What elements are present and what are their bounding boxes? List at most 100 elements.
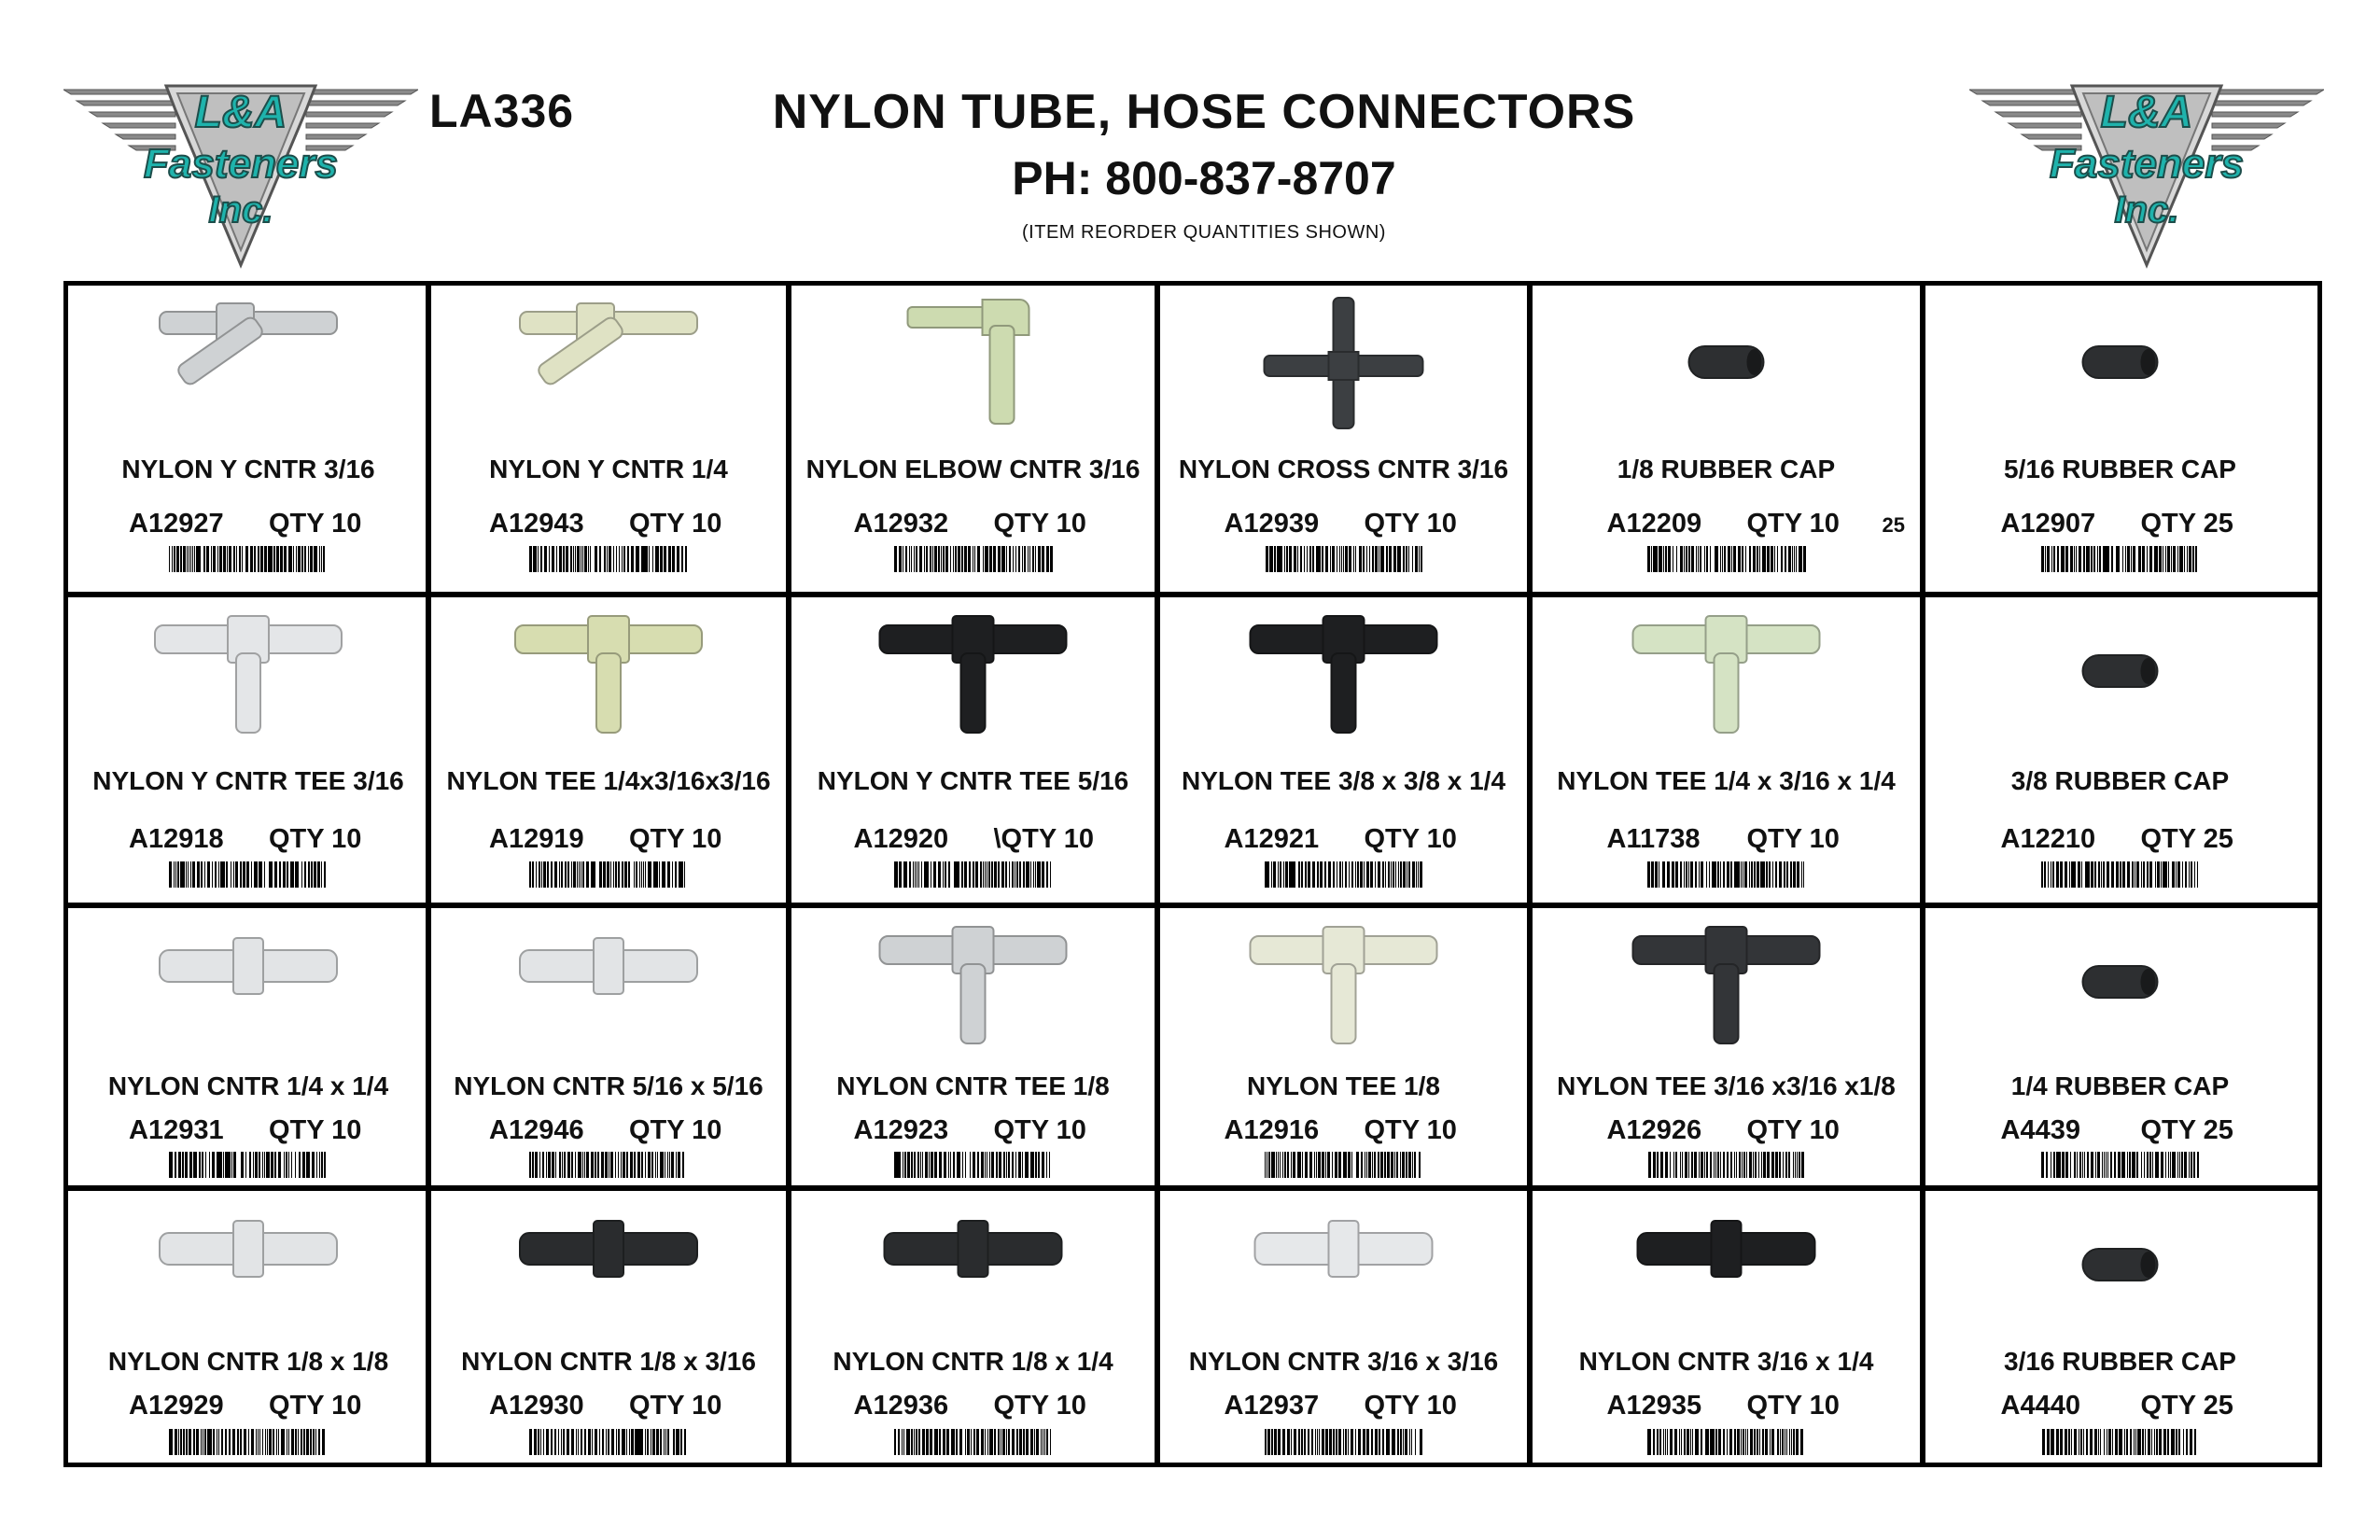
barcode bbox=[529, 861, 688, 888]
nylon-tee-connector-icon bbox=[791, 908, 1155, 1057]
product-name: 5/16 RUBBER CAP bbox=[2004, 455, 2236, 483]
product-name: 1/4 RUBBER CAP bbox=[2010, 1071, 2230, 1100]
product-code: A12932 bbox=[853, 509, 949, 539]
product-code: A12919 bbox=[489, 824, 584, 854]
barcode bbox=[1646, 861, 1806, 888]
barcode bbox=[1646, 1429, 1806, 1455]
product-code: A4439 bbox=[2000, 1115, 2080, 1145]
product-name: 1/8 RUBBER CAP bbox=[1617, 455, 1836, 483]
product-name: NYLON TEE 3/8 x 3/8 x 1/4 bbox=[1181, 766, 1506, 795]
product-code: A12209 bbox=[1606, 509, 1702, 539]
product-code: A12946 bbox=[489, 1115, 584, 1145]
barcode bbox=[893, 1429, 1053, 1455]
nylon-straight-connector-icon bbox=[1533, 1191, 1920, 1340]
nylon-straight-connector-icon bbox=[1160, 1191, 1527, 1340]
reorder-quantity: QTY 10 bbox=[1364, 824, 1457, 854]
barcode bbox=[529, 1429, 688, 1455]
barcode bbox=[1646, 546, 1806, 572]
reorder-quantity: QTY 10 bbox=[269, 509, 362, 539]
product-cell: 1/8 RUBBER CAP A12209 QTY 10 25 bbox=[1533, 288, 1920, 592]
reorder-quantity: QTY 10 bbox=[269, 1391, 362, 1421]
product-code: A12939 bbox=[1224, 509, 1320, 539]
nylon-tee-connector-icon bbox=[71, 597, 426, 747]
reorder-quantity: QTY 10 bbox=[269, 824, 362, 854]
nylon-tee-connector-icon bbox=[1533, 597, 1920, 747]
reorder-quantity: QTY 10 bbox=[993, 1391, 1086, 1421]
nylon-cross-connector-icon bbox=[1160, 288, 1527, 438]
barcode bbox=[169, 1152, 328, 1178]
kit-part-number: LA336 bbox=[429, 85, 575, 137]
reorder-quantity: QTY 10 bbox=[993, 1115, 1086, 1145]
reorder-quantity-note: 25 bbox=[1882, 513, 1905, 537]
reorder-quantity: QTY 10 bbox=[1746, 824, 1840, 854]
barcode bbox=[1263, 1152, 1423, 1178]
nylon-straight-connector-icon bbox=[431, 1191, 786, 1340]
barcode bbox=[1264, 861, 1423, 888]
product-name: NYLON Y CNTR TEE 5/16 bbox=[817, 766, 1129, 795]
reorder-quantity: QTY 10 bbox=[1364, 1391, 1457, 1421]
barcode bbox=[169, 1429, 328, 1455]
product-name: NYLON CNTR 1/8 x 1/4 bbox=[833, 1347, 1113, 1376]
logo-text: L&A bbox=[2101, 88, 2193, 137]
product-code: A12931 bbox=[129, 1115, 224, 1145]
rubber-cap-icon bbox=[1925, 597, 2315, 747]
product-name: NYLON TEE 1/4x3/16x3/16 bbox=[446, 766, 771, 795]
nylon-tee-connector-icon bbox=[1533, 908, 1920, 1057]
product-code: A12935 bbox=[1606, 1391, 1702, 1421]
barcode bbox=[1645, 1152, 1806, 1178]
product-code: A12921 bbox=[1224, 824, 1320, 854]
barcode bbox=[1264, 1429, 1423, 1455]
nylon-tee-connector-icon bbox=[1160, 597, 1527, 747]
barcode bbox=[2040, 546, 2200, 572]
product-name: NYLON Y CNTR 1/4 bbox=[489, 455, 728, 483]
product-name: NYLON Y CNTR TEE 3/16 bbox=[92, 766, 404, 795]
product-code: A12937 bbox=[1224, 1391, 1320, 1421]
reorder-quantity: QTY 10 bbox=[629, 1391, 722, 1421]
product-code: A12918 bbox=[129, 824, 224, 854]
reorder-quantity: QTY 10 bbox=[1746, 1115, 1840, 1145]
product-code: A12943 bbox=[489, 509, 584, 539]
product-name: NYLON CNTR 1/4 x 1/4 bbox=[107, 1071, 389, 1100]
reorder-note: (ITEM REORDER QUANTITIES SHOWN) bbox=[1022, 222, 1386, 243]
product-name: NYLON CNTR 1/8 x 1/8 bbox=[107, 1347, 389, 1376]
nylon-straight-connector-icon bbox=[71, 1191, 426, 1340]
barcode bbox=[2041, 1429, 2200, 1455]
grid-divider bbox=[1527, 286, 1533, 1463]
reorder-quantity: QTY 10 bbox=[1746, 1391, 1840, 1421]
product-code: A4440 bbox=[2000, 1391, 2080, 1421]
grid-divider bbox=[1155, 286, 1160, 1463]
product-code: A12930 bbox=[489, 1391, 584, 1421]
product-code: A12929 bbox=[129, 1391, 224, 1421]
product-code: A12927 bbox=[129, 509, 224, 539]
product-name: NYLON CROSS CNTR 3/16 bbox=[1178, 455, 1509, 483]
barcode bbox=[169, 546, 328, 572]
reorder-quantity: QTY 10 bbox=[1364, 1115, 1457, 1145]
logo-text: L&A bbox=[195, 88, 287, 137]
rubber-cap-icon bbox=[1533, 288, 1920, 438]
nylon-elbow-connector-icon bbox=[791, 288, 1155, 438]
reorder-quantity: QTY 10 bbox=[1746, 509, 1840, 539]
product-name: NYLON CNTR 1/8 x 3/16 bbox=[461, 1347, 756, 1376]
product-code: A12926 bbox=[1606, 1115, 1702, 1145]
nylon-tee-connector-icon bbox=[431, 597, 786, 747]
grid-divider bbox=[1920, 286, 1925, 1463]
nylon-straight-connector-icon bbox=[431, 908, 786, 1057]
logo-text: Fasteners bbox=[2050, 141, 2244, 187]
product-name: NYLON TEE 3/16 x3/16 x1/8 bbox=[1557, 1071, 1896, 1100]
reorder-quantity: QTY 10 bbox=[993, 509, 1086, 539]
product-name: NYLON ELBOW CNTR 3/16 bbox=[805, 455, 1141, 483]
nylon-tee-connector-icon bbox=[1160, 908, 1527, 1057]
